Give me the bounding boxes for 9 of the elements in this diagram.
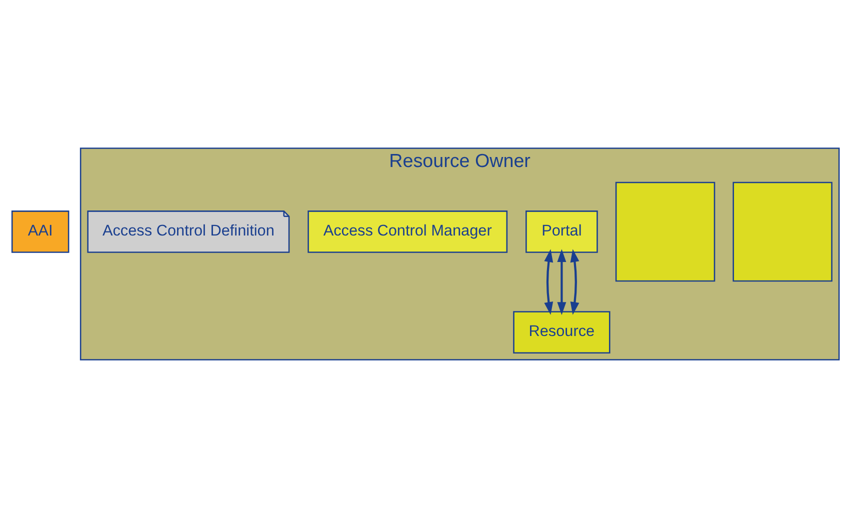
node-box bbox=[732, 181, 832, 282]
arrow bbox=[557, 248, 566, 314]
node-box bbox=[615, 181, 716, 282]
node-box: AAI bbox=[11, 210, 70, 252]
node-box: Resource bbox=[513, 310, 610, 354]
arrow bbox=[544, 248, 554, 314]
node-box: Access Control Manager bbox=[308, 210, 508, 252]
node-box: Portal bbox=[526, 210, 598, 252]
arrow bbox=[570, 248, 580, 314]
